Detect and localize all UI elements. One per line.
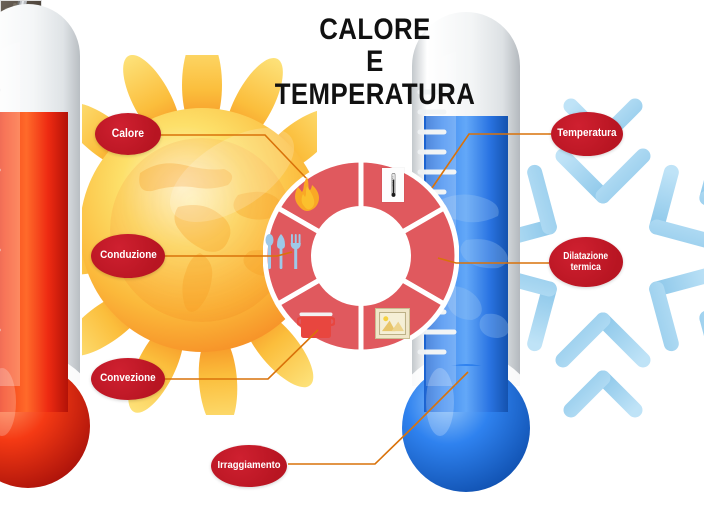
label-dilatazione-line-2: termica bbox=[570, 261, 602, 273]
label-irraggiamento-text: Irraggiamento bbox=[217, 459, 281, 472]
label-temperatura-text: Temperatura bbox=[557, 127, 617, 140]
donut-diagram bbox=[263, 158, 459, 354]
label-calore-text: Calore bbox=[111, 127, 145, 140]
title-line-2: E TEMPERATURA bbox=[274, 45, 476, 111]
red-hot-thermometer bbox=[0, 4, 102, 500]
label-irraggiamento[interactable]: Irraggiamento bbox=[211, 445, 287, 487]
label-calore[interactable]: Calore bbox=[95, 113, 161, 155]
label-temperatura[interactable]: Temperatura bbox=[551, 112, 623, 156]
donut-segments bbox=[263, 158, 459, 354]
label-dilatazione-termica[interactable]: Dilatazione termica bbox=[549, 237, 623, 287]
label-dilatazione-line-1: Dilatazione bbox=[563, 249, 609, 262]
label-conduzione-text: Conduzione bbox=[99, 249, 157, 262]
label-dilatazione-wrap: Dilatazione termica bbox=[561, 249, 611, 274]
donut-hole bbox=[311, 206, 411, 306]
label-convezione[interactable]: Convezione bbox=[91, 358, 165, 400]
title-line-1: CALORE bbox=[319, 13, 431, 46]
label-convezione-text: Convezione bbox=[100, 372, 156, 385]
page-title: CALORE E TEMPERATURA bbox=[245, 13, 505, 111]
label-conduzione[interactable]: Conduzione bbox=[91, 234, 165, 278]
